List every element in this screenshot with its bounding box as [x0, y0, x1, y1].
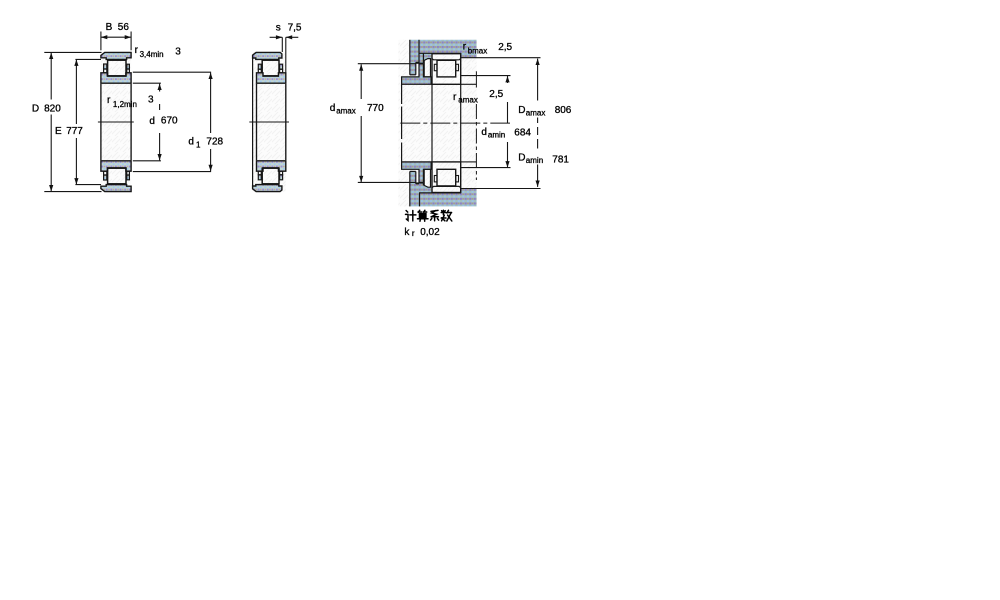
svg-text:1: 1 — [196, 140, 201, 149]
svg-text:3,4min: 3,4min — [140, 50, 164, 59]
svg-text:r: r — [463, 41, 467, 52]
svg-text:D: D — [32, 103, 39, 114]
svg-text:806: 806 — [555, 105, 572, 116]
svg-text:2,5: 2,5 — [498, 42, 512, 53]
svg-text:781: 781 — [552, 154, 569, 165]
svg-text:r: r — [135, 45, 139, 56]
svg-text:728: 728 — [206, 136, 223, 147]
svg-text:r: r — [412, 229, 415, 238]
svg-text:k: k — [404, 227, 410, 238]
svg-text:D: D — [518, 152, 525, 163]
svg-text:d: d — [481, 127, 487, 138]
svg-text:1,2min: 1,2min — [113, 100, 137, 109]
svg-text:3: 3 — [148, 95, 154, 106]
svg-text:777: 777 — [66, 126, 83, 137]
svg-text:r: r — [453, 92, 457, 103]
svg-text:amax: amax — [458, 95, 478, 104]
svg-text:684: 684 — [514, 128, 531, 139]
svg-text:amax: amax — [526, 109, 546, 118]
svg-text:r: r — [107, 95, 111, 106]
svg-text:s: s — [276, 23, 281, 34]
svg-text:770: 770 — [367, 103, 384, 114]
svg-text:B: B — [106, 22, 113, 33]
svg-text:56: 56 — [118, 22, 130, 33]
svg-text:E: E — [55, 126, 62, 137]
svg-text:amin: amin — [488, 131, 505, 140]
svg-text:d: d — [188, 137, 194, 148]
svg-text:amax: amax — [336, 107, 356, 116]
svg-text:3: 3 — [175, 46, 181, 57]
svg-text:bmax: bmax — [468, 46, 488, 55]
svg-text:amin: amin — [526, 156, 543, 165]
svg-text:0,02: 0,02 — [420, 227, 440, 238]
svg-text:7,5: 7,5 — [288, 23, 302, 34]
svg-text:d: d — [149, 116, 155, 127]
svg-text:820: 820 — [44, 104, 61, 115]
svg-text:670: 670 — [161, 116, 178, 127]
svg-text:D: D — [518, 105, 525, 116]
svg-text:d: d — [330, 103, 336, 114]
svg-text:2,5: 2,5 — [489, 89, 503, 100]
